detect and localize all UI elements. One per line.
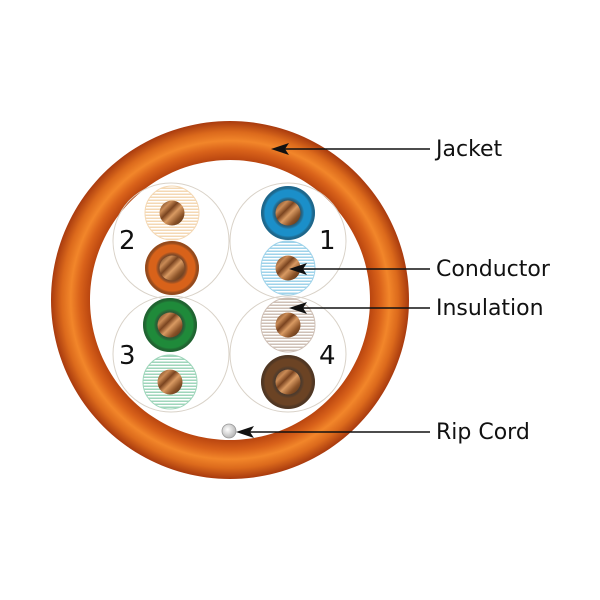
wire-pair-4-brown [261, 355, 315, 409]
wire-conductor [159, 200, 185, 226]
wire-pair-4-brown-white [260, 297, 316, 353]
pair-number-3: 3 [119, 341, 136, 371]
wire-pair-3-green [143, 298, 197, 352]
jacket-arrowhead [271, 143, 289, 155]
pair-number-1: 1 [319, 226, 336, 256]
wire-conductor [159, 255, 185, 281]
wire-conductor [275, 369, 301, 395]
wire-pair-1-blue [261, 186, 315, 240]
pair-4-outline [229, 295, 347, 413]
rip-cord [221, 423, 237, 439]
wire-conductor [275, 200, 301, 226]
pair-3-outline [112, 295, 230, 413]
wire-conductor [157, 369, 183, 395]
insulation-label: Insulation [436, 296, 544, 321]
wire-pair-2-orange-white [144, 185, 200, 241]
jacket-label: Jacket [434, 137, 503, 162]
conductor-label: Conductor [436, 257, 551, 282]
pair-number-2: 2 [119, 226, 136, 256]
wire-pair-1-blue-white [260, 240, 316, 296]
wires [142, 185, 316, 410]
leader-lines [236, 143, 430, 438]
wire-pair-2-orange [145, 241, 199, 295]
wire-conductor [275, 255, 301, 281]
pair-number-4: 4 [319, 341, 336, 371]
insulation-arrowhead [289, 302, 307, 314]
wire-conductor [157, 312, 183, 338]
rip-cord-label: Rip Cord [436, 420, 530, 445]
wire-pair-3-green-white [142, 354, 198, 410]
wire-conductor [275, 312, 301, 338]
rip-cord-arrowhead [236, 426, 254, 438]
conductor-arrowhead [289, 263, 307, 275]
